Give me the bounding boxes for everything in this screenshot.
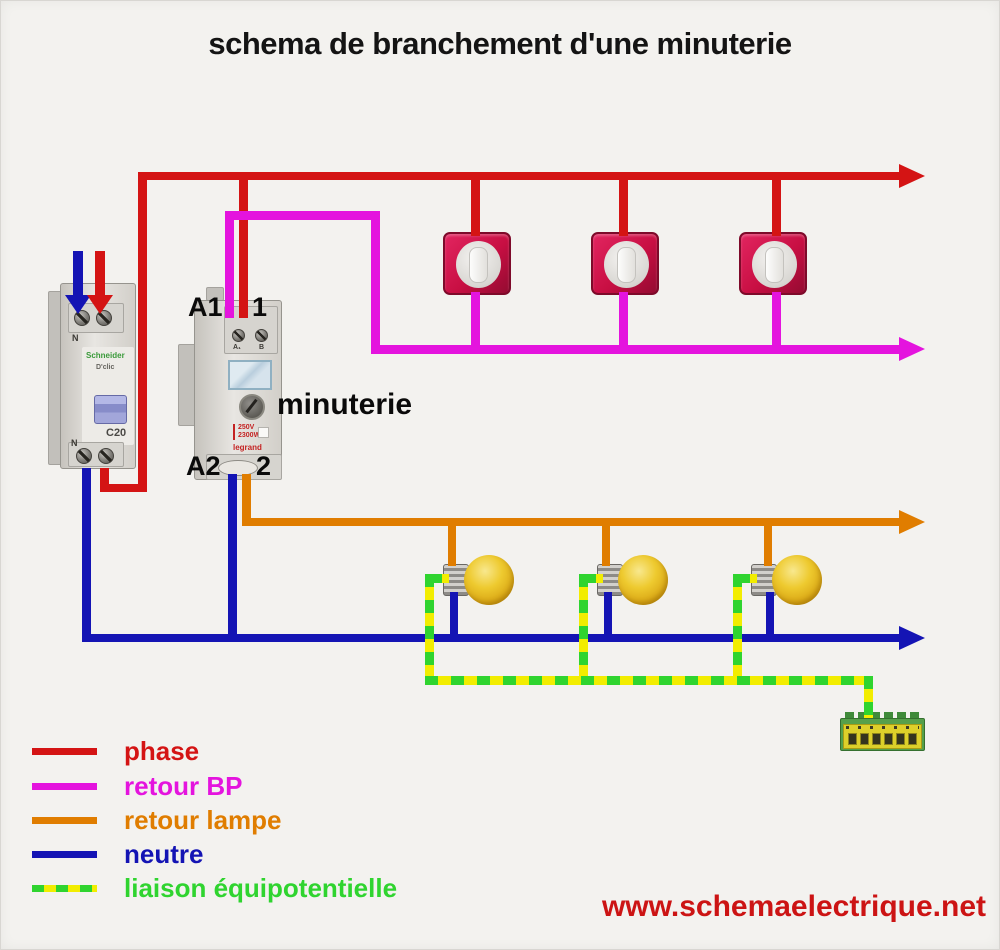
neutre-timer-wire	[228, 474, 237, 638]
phase-arrowhead-icon	[899, 164, 925, 188]
timer-brand-label: legrand	[233, 443, 262, 452]
legend-swatch-retour-bp	[32, 783, 97, 790]
legend-label-liaison: liaison équipotentielle	[124, 873, 398, 903]
legend-label-phase: phase	[124, 736, 200, 766]
neutre-bus-wire	[82, 634, 901, 642]
earth-lamp2-stub-wire	[583, 574, 603, 583]
legend-swatch-neutre	[32, 851, 97, 858]
timer-voltage-label: 250V 2300W	[233, 424, 260, 440]
retour-bp-bus-wire	[371, 345, 901, 354]
phase-to-button2-wire	[619, 178, 628, 236]
earth-bus-wire	[425, 676, 873, 685]
timer-screw-b	[255, 329, 268, 342]
lamp1-feed-wire	[448, 524, 456, 566]
earth-block-screw-dots	[846, 726, 919, 729]
phase-breaker-output-wire	[100, 468, 109, 492]
retour-lampe-timer-wire	[242, 474, 251, 522]
lamp3-neutral-wire	[766, 592, 774, 638]
push-button-1	[443, 232, 511, 295]
breaker-brand-label: Schneider	[86, 351, 125, 360]
earth-terminal-block	[840, 712, 925, 752]
earth-terminal-hole	[884, 733, 894, 745]
push-button-2	[591, 232, 659, 295]
breaker-n-bottom-label: N	[71, 438, 78, 448]
legend-swatch-phase	[32, 748, 97, 755]
legend-swatch-liaison	[32, 885, 97, 892]
earth-terminal-hole	[847, 733, 857, 745]
breaker-rating-label: C20	[106, 427, 127, 439]
legend-label-retour-bp: retour BP	[124, 771, 243, 801]
phase-to-button3-wire	[772, 178, 781, 236]
phase-supply-arrowhead-icon	[87, 295, 113, 314]
timer-a1-marking: A₁	[233, 344, 241, 351]
lamp3-feed-wire	[764, 524, 772, 566]
phase-breaker-link-wire	[100, 484, 147, 492]
timer-terminal-a1-label: A1	[188, 292, 223, 322]
website-watermark: www.schemaelectrique.net	[601, 890, 986, 923]
lamp2-bulb	[618, 555, 668, 605]
earth-lamp1-wire	[425, 574, 434, 684]
lamp2-feed-wire	[602, 524, 610, 566]
retour-lampe-bus-wire	[242, 518, 901, 526]
neutre-breaker-wire	[82, 468, 91, 640]
earth-terminal-hole	[908, 733, 918, 745]
lamp3-bulb	[772, 555, 822, 605]
legend-swatch-retour-lampe	[32, 817, 97, 824]
neutral-supply-arrowhead-icon	[65, 295, 91, 314]
phase-riser-wire	[138, 172, 147, 492]
breaker-toggle	[94, 395, 127, 424]
earth-to-block-wire	[864, 676, 873, 718]
earth-lamp3-wire	[733, 574, 742, 684]
retour-bp-arrowhead-icon	[899, 337, 925, 361]
timer-b-marking: B	[259, 344, 265, 351]
button3-return-wire	[772, 292, 781, 349]
phase-supply-wire	[95, 251, 105, 297]
button2-return-wire	[619, 292, 628, 349]
timer-terminal-1-label: 1	[252, 292, 268, 322]
page-title: schema de branchement d'une minuterie	[208, 26, 792, 61]
legend-label-neutre: neutre	[124, 839, 204, 869]
timer-screw-a1	[232, 329, 245, 342]
earth-block-teeth	[845, 712, 919, 721]
phase-bus-wire	[138, 172, 901, 180]
push-button-2-rocker	[617, 247, 636, 283]
timer-power: 2300W	[238, 432, 261, 439]
neutral-supply-wire	[73, 251, 83, 297]
timer-label-window	[228, 360, 272, 390]
circuit-breaker: N Schneider D'clic C20 N	[48, 283, 136, 469]
phase-to-button1-wire	[471, 178, 480, 236]
push-button-3	[739, 232, 807, 295]
earth-lamp3-stub-wire	[737, 574, 757, 583]
timer-terminal-a2-label: A2	[186, 451, 221, 481]
push-button-3-rocker	[765, 247, 784, 283]
button1-return-wire	[471, 292, 480, 349]
legend-label-retour-lampe: retour lampe	[124, 805, 282, 835]
timer-voltage: 250V	[238, 424, 255, 431]
earth-terminal-hole	[859, 733, 869, 745]
earth-lamp2-wire	[579, 574, 588, 684]
earth-terminal-hole	[896, 733, 906, 745]
retour-bp-timer-wire	[225, 211, 234, 318]
minuterie-label: minuterie	[277, 388, 413, 421]
timer-terminal-2-label: 2	[256, 451, 272, 481]
retour-lampe-arrowhead-icon	[899, 510, 925, 534]
earth-terminal-hole	[871, 733, 881, 745]
breaker-n-top-label: N	[72, 333, 79, 343]
lamp1-bulb	[464, 555, 514, 605]
lamp1-neutral-wire	[450, 592, 458, 638]
timer-module: A₁ B 250V 2300W legrand	[178, 287, 282, 480]
timer-bottom-recess	[218, 460, 258, 476]
lamp2-neutral-wire	[604, 592, 612, 638]
breaker-screw-bottom-right	[98, 448, 114, 464]
earth-lamp1-stub-wire	[429, 574, 449, 583]
timer-dial	[239, 394, 265, 420]
retour-bp-top-wire	[225, 211, 380, 220]
push-button-1-rocker	[469, 247, 488, 283]
timer-indicator	[258, 427, 269, 438]
phase-to-timer-wire	[239, 178, 248, 318]
breaker-screw-bottom-left	[76, 448, 92, 464]
breaker-series-label: D'clic	[96, 364, 115, 371]
neutre-arrowhead-icon	[899, 626, 925, 650]
retour-bp-riser-wire	[371, 211, 380, 354]
